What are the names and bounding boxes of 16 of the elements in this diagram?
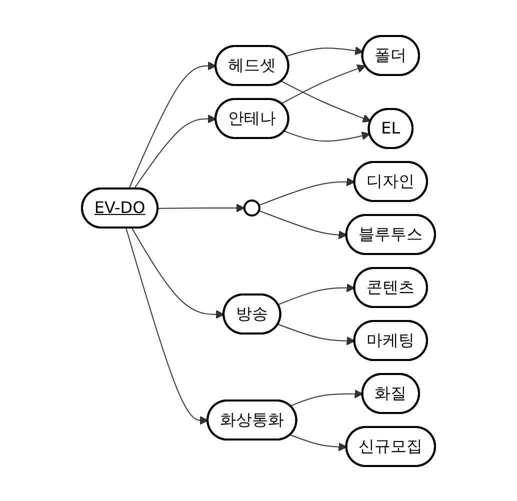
arrow — [280, 64, 366, 104]
arrow — [284, 130, 370, 142]
arrow — [126, 227, 208, 424]
arrow — [278, 323, 356, 345]
arrow — [258, 210, 348, 239]
arrow — [278, 282, 356, 305]
arrow — [128, 60, 216, 189]
arrow — [131, 227, 224, 318]
arrow — [280, 80, 372, 122]
arrow — [290, 389, 364, 406]
arrow — [133, 114, 216, 189]
arrow — [258, 176, 356, 206]
arrow — [290, 434, 348, 451]
node-circle — [243, 199, 260, 216]
arrow — [158, 203, 245, 212]
arrow — [286, 46, 364, 56]
